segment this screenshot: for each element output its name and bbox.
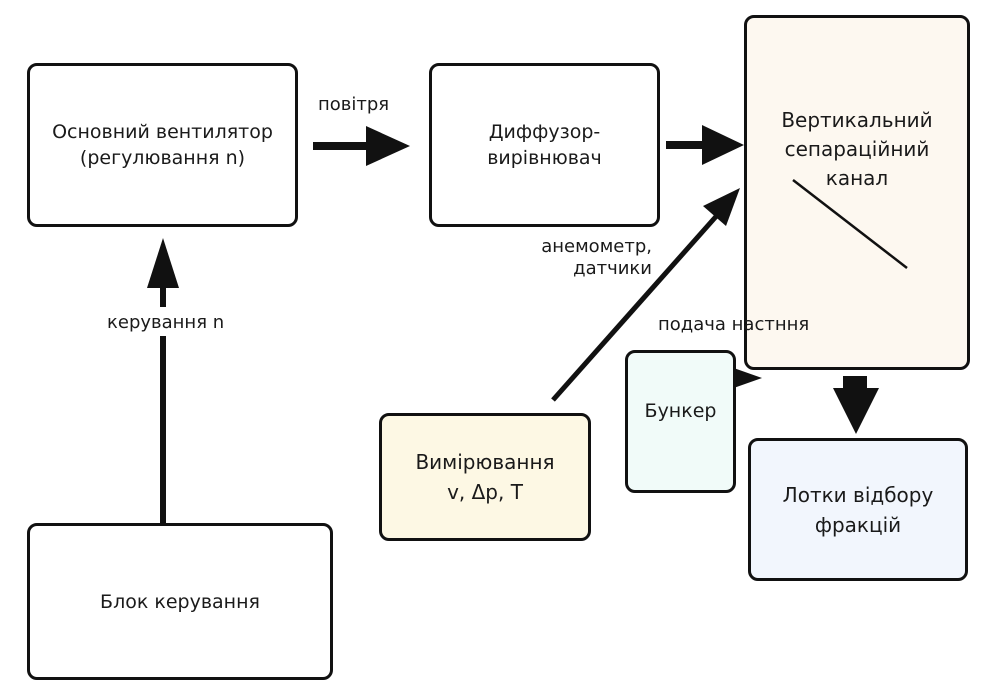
node-fraction-trays-line2: фракцій xyxy=(814,512,902,537)
node-diffuser-line1: Диффузор- xyxy=(488,121,601,143)
arrow-air xyxy=(313,126,410,166)
node-main-fan-line1: Основний вентилятор xyxy=(52,121,273,143)
node-bunker-line1: Бункер xyxy=(644,400,717,422)
node-vertical-channel-line2: сепараційний xyxy=(784,137,930,161)
node-main-fan[interactable]: Основний вентилятор (регулювання n) xyxy=(27,63,298,227)
node-control-unit-line1: Блок керування xyxy=(100,590,260,613)
node-diffuser-line2: вирівнювач xyxy=(487,147,602,169)
node-vertical-channel-line1: Вертикальний xyxy=(781,108,933,132)
arrow-control-to-fan xyxy=(147,238,179,525)
node-main-fan-line2: (регулювання n) xyxy=(79,147,246,169)
node-measurement[interactable]: Вимірювання v, Δp, T xyxy=(379,413,591,541)
arrow-diffuser-to-channel xyxy=(666,125,744,165)
node-diffuser[interactable]: Диффузор- вирівнювач xyxy=(429,63,660,227)
arrow-sensors-to-channel xyxy=(551,188,740,402)
edge-label-air: повітря xyxy=(318,94,390,115)
node-fraction-trays-line1: Лотки відбору xyxy=(782,482,934,507)
edge-label-control-n: керування n xyxy=(107,312,225,333)
node-vertical-channel-line3: канал xyxy=(825,166,889,190)
node-control-unit[interactable]: Блок керування xyxy=(27,523,333,680)
node-fraction-trays[interactable]: Лотки відбору фракцій xyxy=(748,438,968,581)
arrow-channel-to-trays xyxy=(833,376,879,434)
node-measurement-line2: v, Δp, T xyxy=(447,480,523,504)
edge-label-seed-feed: подача настння xyxy=(658,314,810,335)
edge-label-sensors-1: анемометр, xyxy=(541,236,652,257)
node-bunker[interactable]: Бункер xyxy=(625,350,736,493)
separator-baffle-line xyxy=(792,179,908,269)
node-vertical-channel[interactable]: Вертикальний сепараційний канал xyxy=(744,15,970,370)
edge-label-sensors-2: датчики xyxy=(573,258,652,279)
node-measurement-line1: Вимірювання xyxy=(415,450,555,474)
